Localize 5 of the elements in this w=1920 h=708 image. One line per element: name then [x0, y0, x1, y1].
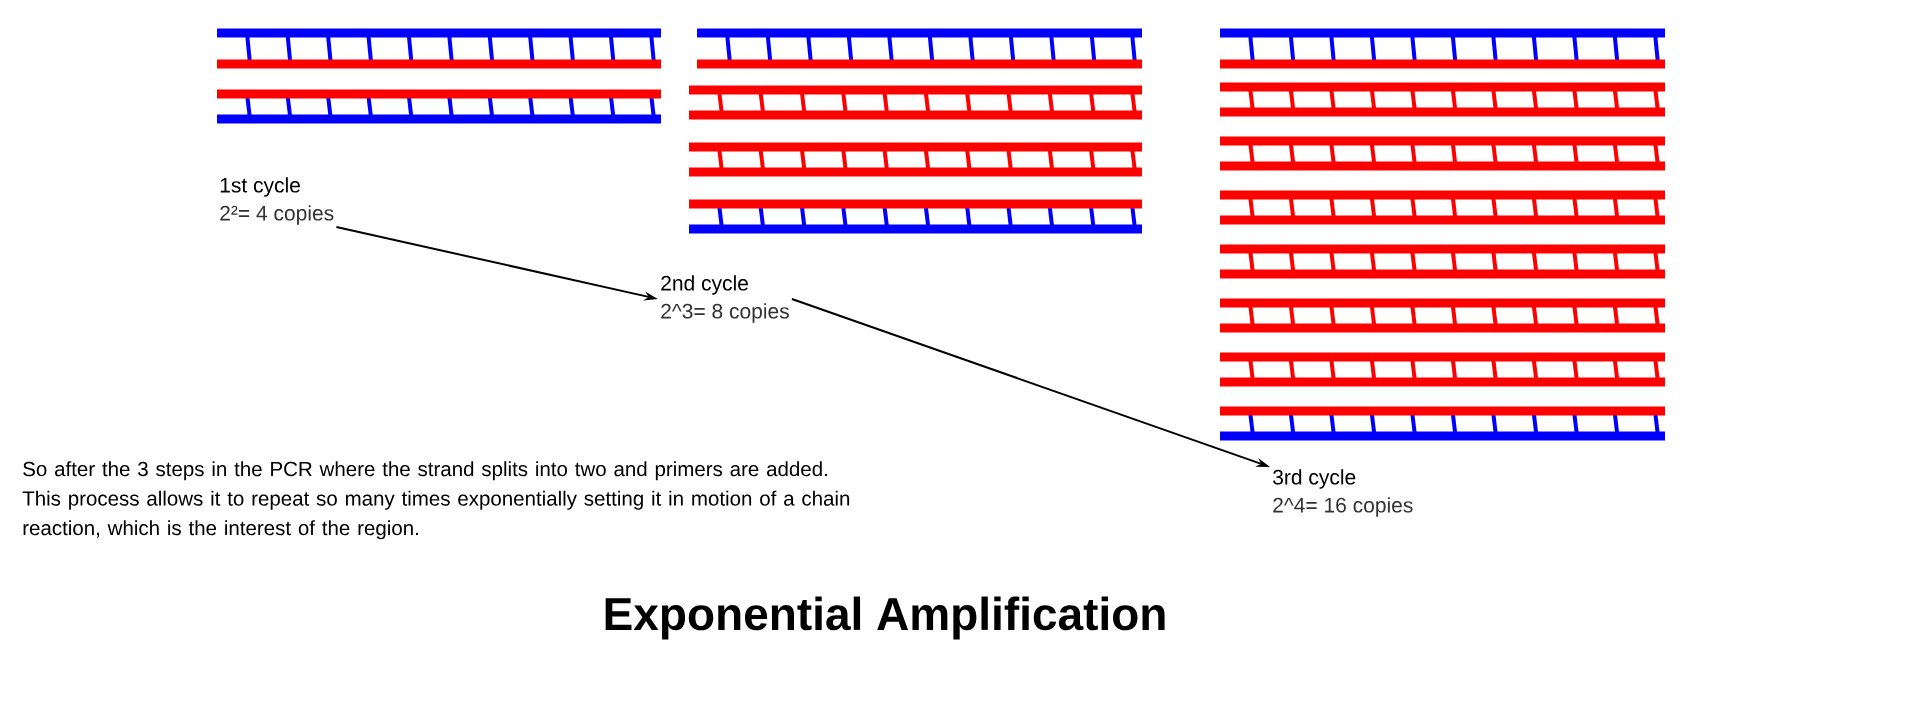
cycle-label: 3rd cycle 2^4= 16 copies: [1273, 469, 1413, 517]
cycle-label: 1st cycle 2²= 4 copies: [220, 177, 334, 225]
title: Exponential Amplification: [605, 596, 1165, 640]
cycle-label: 2nd cycle 2^3= 8 copies: [661, 275, 789, 323]
paragraph: So after the 3 steps in the PCR where the strand splits into two and primers are added. This process allows it to repeat so many times exponentially setting it in motion of a chain reaction, which is the interest of the region.: [22, 461, 850, 540]
